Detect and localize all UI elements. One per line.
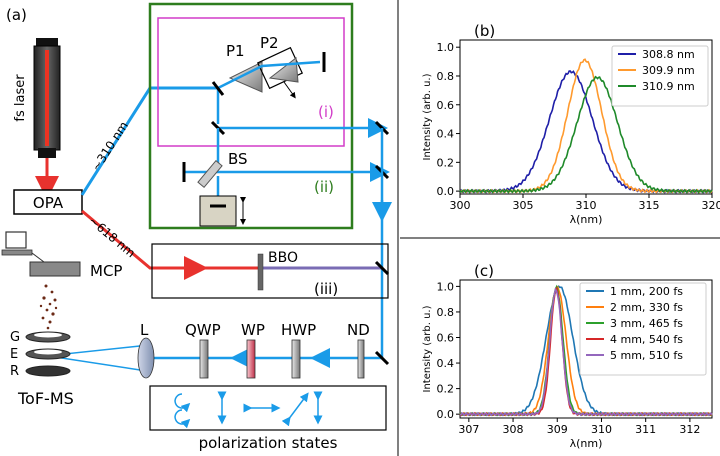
polarization-box xyxy=(149,385,387,431)
beam-splitter xyxy=(197,159,223,189)
electrode-r-label: R xyxy=(10,364,19,379)
y-tick-label: 0.2 xyxy=(437,156,455,169)
hwp-label: HWP xyxy=(281,321,316,339)
x-tick-label: 320 xyxy=(702,199,720,212)
path-iii-label: (iii) xyxy=(314,280,338,298)
mirror-r3 xyxy=(374,260,390,276)
mcp-detector xyxy=(29,261,81,277)
x-tick-label: 310 xyxy=(591,423,612,436)
series-line xyxy=(459,75,713,194)
lens-label: L xyxy=(140,321,149,339)
legend-entry: 308.8 nm xyxy=(642,48,695,61)
legend-box xyxy=(579,282,707,376)
plot-frame xyxy=(459,279,713,419)
tof-electrodes xyxy=(25,331,71,377)
electrode-g-label: G xyxy=(10,330,20,345)
y-tick-label: 0.0 xyxy=(437,185,455,198)
y-tick-label: 0.0 xyxy=(437,408,455,421)
y-tick-label: 0.6 xyxy=(437,332,455,345)
nd-label: ND xyxy=(347,321,370,339)
panel-a-setup: (a) fs laser OPA ~310 nm ~618 nm P1 P2 xyxy=(1,2,392,452)
prism-p1-label: P1 xyxy=(226,42,245,60)
legend-entry: 1 mm, 200 fs xyxy=(610,285,683,298)
delay-stage xyxy=(199,195,237,227)
nd-filter xyxy=(357,339,365,379)
tof-label: ToF-MS xyxy=(17,389,74,408)
mcp-label: MCP xyxy=(90,262,122,280)
green-enclosure xyxy=(148,2,354,230)
y-tick-label: 0.4 xyxy=(437,357,455,370)
qwp-plate xyxy=(199,339,209,379)
mirror-m1 xyxy=(211,81,225,96)
wp-label: WP xyxy=(241,321,265,339)
chart-b: (b) 300 305 310 315 320 0.0 0.2 0.4 0.6 0.8 1.0 λ(nm… xyxy=(422,22,720,226)
y-tick-label: 0.6 xyxy=(437,99,455,112)
x-tick-label: 307 xyxy=(458,423,479,436)
ir-wavelength-label: ~618 nm xyxy=(86,214,138,261)
fs-laser xyxy=(33,38,61,158)
x-tick-label: 305 xyxy=(513,199,534,212)
focusing-lens xyxy=(137,337,155,379)
uv-wavelength-label: ~310 nm xyxy=(89,119,131,174)
series-line xyxy=(459,287,713,417)
focused-beam xyxy=(54,345,141,371)
y-tick-label: 0.2 xyxy=(437,383,455,396)
prism-p2 xyxy=(268,57,299,83)
x-axis-label: λ(nm) xyxy=(570,437,603,450)
x-axis-label: λ(nm) xyxy=(570,213,603,226)
chart-c: (c) 307 308 309 310 311 312 0.0 0.2 0.4 0.6 0.8 1.0 λ… xyxy=(422,262,713,450)
opa-box xyxy=(13,189,83,215)
x-tick-label: 315 xyxy=(639,199,660,212)
path-iii-box xyxy=(151,243,389,299)
bs-label: BS xyxy=(228,150,248,168)
laser-label: fs laser xyxy=(13,74,28,122)
legend-box xyxy=(611,45,709,107)
magenta-enclosure xyxy=(157,17,345,147)
polarization-label: polarization states xyxy=(199,434,338,452)
wp-plate xyxy=(246,339,256,379)
x-tick-label: 310 xyxy=(576,199,597,212)
x-tick-label: 300 xyxy=(450,199,471,212)
panel-a-label: (a) xyxy=(6,6,27,24)
y-tick-label: 0.4 xyxy=(437,128,455,141)
legend-entry: 4 mm, 540 fs xyxy=(610,333,683,346)
p2-translation-arrow xyxy=(283,81,296,99)
y-axis-label: Intensity (arb. u.) xyxy=(422,305,433,392)
y-tick-label: 1.0 xyxy=(437,280,455,293)
bbo-crystal xyxy=(257,253,264,291)
y-axis-label: Intensity (arb. u.) xyxy=(422,73,433,160)
legend-entry: 309.9 nm xyxy=(642,64,695,77)
hwp-plate xyxy=(291,339,301,379)
x-tick-label: 311 xyxy=(635,423,656,436)
legend-entry: 2 mm, 330 fs xyxy=(610,301,683,314)
electrode-e-label: E xyxy=(10,347,18,362)
ion-cloud xyxy=(39,284,58,330)
legend-entry: 3 mm, 465 fs xyxy=(610,317,683,330)
qwp-label: QWP xyxy=(185,321,221,339)
legend-entry: 5 mm, 510 fs xyxy=(610,349,683,362)
x-tick-label: 309 xyxy=(547,423,568,436)
x-tick-label: 312 xyxy=(679,423,700,436)
mirror-r4 xyxy=(374,350,390,366)
path-i-label: (i) xyxy=(318,103,334,121)
path-ii-label: (ii) xyxy=(314,178,334,196)
y-tick-label: 1.0 xyxy=(437,41,455,54)
prism-p1 xyxy=(228,61,263,93)
panel-label: (c) xyxy=(474,262,494,280)
y-tick-label: 0.8 xyxy=(437,70,455,83)
polarization-icons xyxy=(174,391,323,429)
prism-p2-label: P2 xyxy=(260,34,279,52)
bbo-label: BBO xyxy=(268,250,298,266)
y-tick-label: 0.8 xyxy=(437,306,455,319)
x-tick-label: 308 xyxy=(503,423,524,436)
legend-entry: 310.9 nm xyxy=(642,80,695,93)
panel-label: (b) xyxy=(474,22,495,40)
computer-icon xyxy=(1,231,45,263)
ir-beam xyxy=(81,209,262,270)
opa-label: OPA xyxy=(33,194,64,212)
